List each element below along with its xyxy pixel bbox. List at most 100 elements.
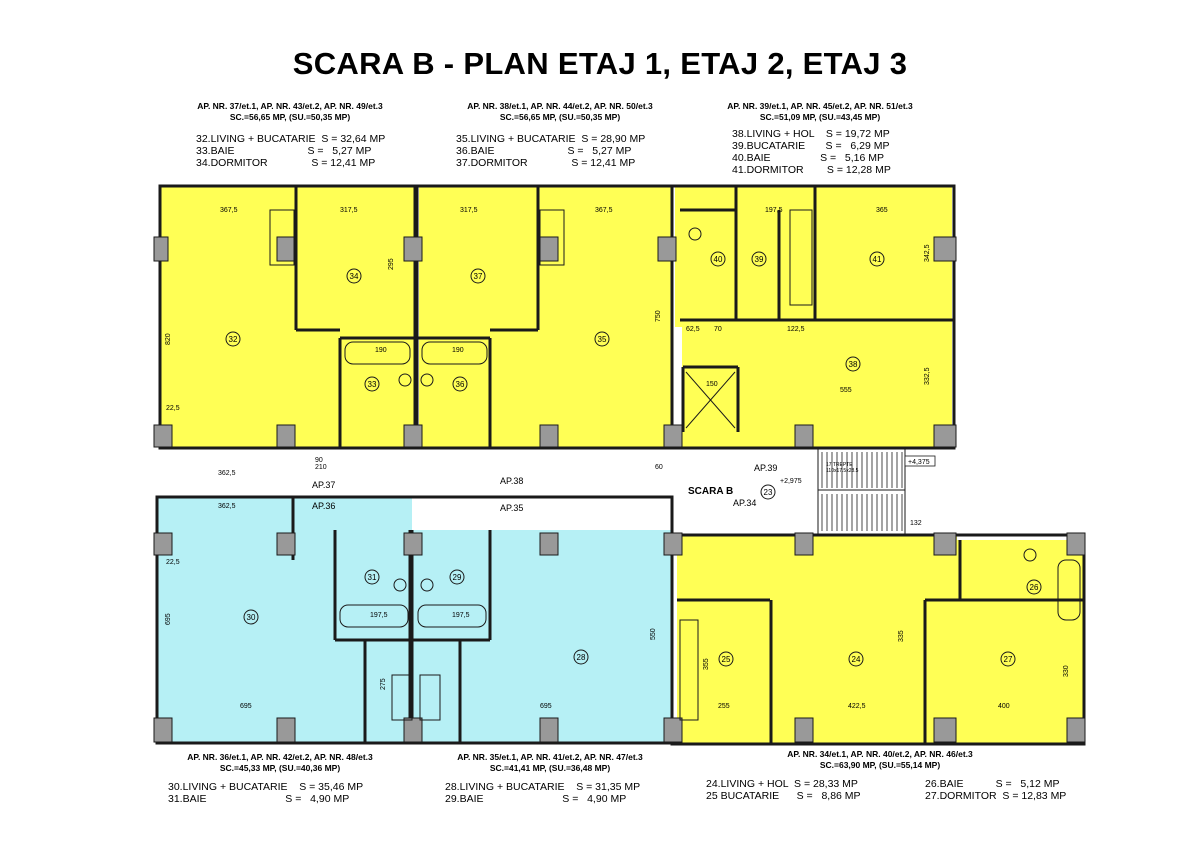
pillar [794,532,814,556]
kitchen-counter-icon [419,674,441,721]
apartment-header-line1: AP. NR. 34/et.1, AP. NR. 40/et.2, AP. NR… [787,749,973,759]
room-marker: 28 [573,649,589,665]
bathtub-icon [339,604,409,628]
apartment-label: AP.36 [312,501,335,511]
apartment-header-line1: AP. NR. 35/et.1, AP. NR. 41/et.2, AP. NR… [457,752,643,762]
apartment-entry-labels: AP.37 AP.38 AP.39 AP.36 AP.35 AP.34 [312,463,777,513]
dimension: 335 [898,630,905,642]
kitchen-counter-icon [539,209,565,266]
kitchen-counter-icon [269,209,295,266]
apartment-label: AP.39 [754,463,777,473]
apartment-36-hall-fill [158,497,293,533]
room-number: 25 [722,655,731,664]
level-label: +4,375 [908,459,930,466]
room-number: 32 [229,335,238,344]
pillar [1066,717,1086,743]
dimension-labels: 367,5 317,5 317,5 367,5 197,5 365 62,5 7… [165,207,1070,710]
pillar [539,424,559,448]
dimension: 255 [718,703,730,710]
room-marker: 30 [243,609,259,625]
room-marker: 37 [470,268,486,284]
level-label: +2,975 [780,478,802,485]
room-number: 31 [368,573,377,582]
pillars [153,236,1086,743]
room-marker: 27 [1000,651,1016,667]
room-marker: 29 [449,569,465,585]
dimension: 342,5 [924,244,931,262]
room-number: 29 [453,573,462,582]
apartment-header-line2: SC.=45,33 MP, (SU.=40,36 MP) [219,763,341,773]
room-number: 41 [873,255,882,264]
level-tag [904,455,936,467]
pillar [663,424,683,448]
bathtub-icon [417,604,487,628]
pillar [1066,532,1086,556]
dimension: 197,5 [452,612,470,619]
dimension: 550 [650,628,657,640]
room-list-bottom-2: 28.LIVING + BUCATARIE S = 31,35 MP 29.BA… [445,781,641,805]
pillar [663,532,683,556]
dimension: 317,5 [460,207,478,214]
outer-wall-top-right [670,184,956,450]
dimension: 695 [540,703,552,710]
room-marker: 25 [718,651,734,667]
room-marker: 36 [452,376,468,392]
kitchen-counter-icon [391,674,413,721]
apartment-label: AP.38 [500,476,523,486]
fixtures [269,209,1081,721]
apartment-fills [158,187,1083,744]
room-number: 30 [247,613,256,622]
pillar [276,717,296,743]
room-number: 23 [764,488,773,497]
apartment-header-line1: AP. NR. 39/et.1, AP. NR. 45/et.2, AP. NR… [727,101,913,111]
dimension: 355 [703,658,710,670]
apartment-header-line1: AP. NR. 38/et.1, AP. NR. 44/et.2, AP. NR… [467,101,653,111]
dimension: 90 [315,457,323,464]
room-marker: 38 [845,356,861,372]
apartment-37-fill [160,187,415,447]
outer-wall-bottom-right [670,533,1086,746]
bathtub-icon [421,341,488,365]
dimension: 362,5 [218,503,236,510]
apartment-label: AP.34 [733,498,756,508]
pillar [794,717,814,743]
dimension: 362,5 [218,470,236,477]
apartment-header-line2: SC.=41,41 MP, (SU.=36,48 MP) [489,763,611,773]
room-number: 37 [474,272,483,281]
dimension: 400 [998,703,1010,710]
pillar [539,717,559,743]
apartment-38-fill [419,187,671,447]
stair-note: 110x17.5x28.5 [826,468,859,474]
room-marker: 33 [364,376,380,392]
apartment-label: AP.37 [312,480,335,490]
pillar [539,236,559,262]
dimension: 190 [452,347,464,354]
pillar [153,424,173,448]
dimension: 367,5 [595,207,613,214]
plan-title: SCARA B - PLAN ETAJ 1, ETAJ 2, ETAJ 3 [292,46,908,81]
room-number: 39 [755,255,764,264]
room-list-top-3: 38.LIVING + HOL S = 19,72 MP 39.BUCATARI… [732,128,891,176]
pillar [276,532,296,556]
apartment-34-fill [677,536,957,744]
pillar [153,532,173,556]
apartment-34-bath-fill [955,540,1083,744]
room-number: 26 [1030,583,1039,592]
apartment-header-bottom-3: AP. NR. 34/et.1, AP. NR. 40/et.2, AP. NR… [760,749,1000,771]
dimension: 317,5 [340,207,358,214]
room-number: 24 [852,655,861,664]
room-marker: 24 [848,651,864,667]
dimension: 295 [388,258,395,270]
dimension: 695 [165,613,172,625]
toilet-icon [688,227,702,241]
pillar [276,424,296,448]
room-number: 40 [714,255,723,264]
dimension: 197,5 [370,612,388,619]
room-marker: 39 [751,251,767,267]
pillar [153,717,173,743]
dimension: 190 [375,347,387,354]
dimension: 62,5 [686,326,700,333]
apartment-header-top-1: AP. NR. 37/et.1, AP. NR. 43/et.2, AP. NR… [170,101,410,123]
room-number: 35 [598,335,607,344]
apartment-header-line1: AP. NR. 37/et.1, AP. NR. 43/et.2, AP. NR… [197,101,383,111]
